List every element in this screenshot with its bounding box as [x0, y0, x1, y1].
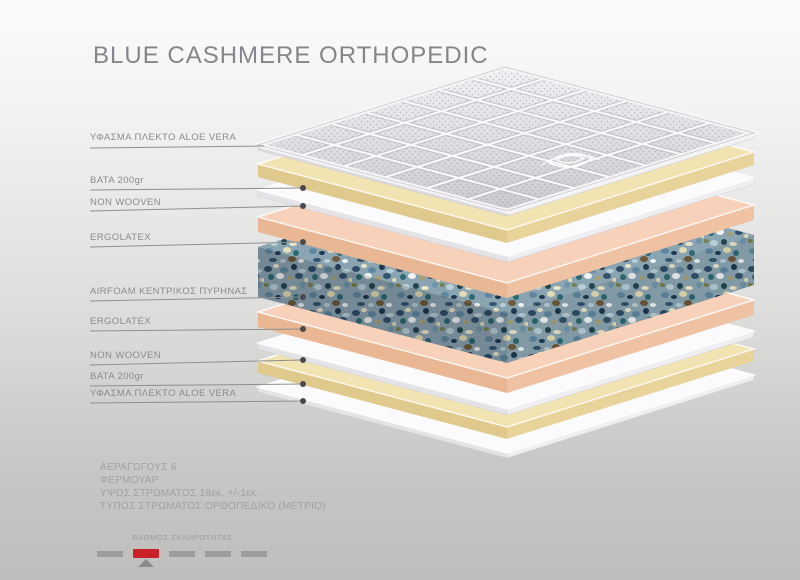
fabric-swirl: [539, 152, 601, 169]
layer-quilted-fabric-top: [249, 64, 763, 217]
spec-list: ΑΕΡΑΓΩΓΟΥΣ 6 ΦΕΡΜΟΥΑΡ ΥΨΟΣ ΣΤΡΩΜΑΤΟΣ 18ε…: [100, 461, 326, 513]
leader-lines: [89, 145, 304, 404]
leader-dots: [300, 185, 306, 404]
layer-labels: ΥΦΑΣΜΑ ΠΛΕΚΤΟ ALOE VERA ΒΑΤΑ 200gr NON W…: [90, 132, 248, 399]
hardness-bar: [97, 550, 123, 557]
spec-line: ΦΕΡΜΟΥΑΡ: [100, 475, 159, 486]
layer-label: NON WOOVEN: [90, 350, 161, 361]
layer-label: ERGOLATEX: [90, 232, 151, 243]
layer-label: NON WOOVEN: [90, 197, 161, 208]
layer-label: ΥΦΑΣΜΑ ΠΛΕΚΤΟ ALOE VERA: [90, 388, 237, 399]
layer-label: ΒΑΤΑ 200gr: [90, 175, 144, 186]
hardness-title: ΒΑΘΜΟΣ ΣΚΛΗΡΟΤΗΤΑΣ: [132, 533, 233, 542]
hardness-bar: [241, 550, 267, 557]
layer-label: ΥΦΑΣΜΑ ΠΛΕΚΤΟ ALOE VERA: [90, 132, 237, 143]
hardness-scale: ΒΑΘΜΟΣ ΣΚΛΗΡΟΤΗΤΑΣ: [97, 533, 268, 567]
spec-line: ΤΥΠΟΣ ΣΤΡΩΜΑΤΟΣ:ΟΡΘΟΠΕΔΙΚΟ (ΜΕΤΡΙΟ): [100, 501, 326, 512]
layer-label: AIRFOAM ΚΕΝΤΡΙΚΟΣ ΠΥΡΗΝΑΣ: [90, 286, 248, 297]
hardness-bar: [205, 550, 231, 557]
spec-line: ΑΕΡΑΓΩΓΟΥΣ 6: [100, 462, 177, 473]
spec-line: ΥΨΟΣ ΣΤΡΩΜΑΤΟΣ 18εκ. +/-1εκ.: [100, 488, 260, 499]
layer-label: ΒΑΤΑ 200gr: [90, 371, 144, 382]
layer-label: ERGOLATEX: [90, 316, 151, 327]
hardness-bar: [169, 550, 195, 557]
hardness-bars: [97, 549, 268, 558]
quilt-seams: [292, 75, 720, 203]
hardness-pointer-icon: [138, 559, 154, 567]
page-title: BLUE CASHMERE ORTHOPEDIC: [93, 42, 489, 69]
hardness-bar: [133, 549, 159, 558]
